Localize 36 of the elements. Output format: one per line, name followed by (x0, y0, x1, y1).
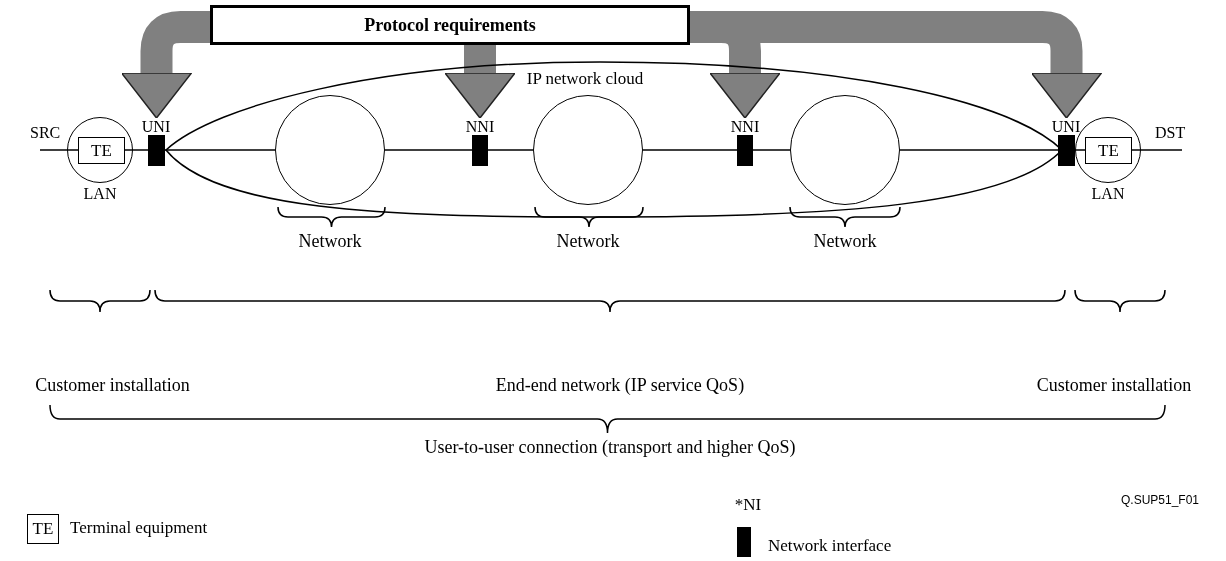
legend-text: Terminal equipment (70, 519, 208, 538)
connection-line (1131, 149, 1183, 151)
caption-text: Customer installation (34, 376, 191, 396)
network-label: Network (812, 232, 878, 252)
connection-line (164, 149, 276, 151)
lan-label: LAN (82, 185, 118, 203)
caption-text: End-end network (IP service QoS) (494, 376, 746, 396)
lan-label: LAN (1090, 185, 1126, 203)
interface-label: UNI (1050, 118, 1082, 136)
connection-line (642, 149, 738, 151)
interface-label: NNI (464, 118, 496, 136)
connection-line (899, 149, 1059, 151)
legend-text: Network interface (768, 537, 892, 556)
interface-label: UNI (140, 118, 172, 136)
legend-heading: *NI (733, 496, 763, 515)
terminal-box: TE (78, 137, 125, 164)
figure-id: Q.SUP51_F01 (1119, 494, 1200, 508)
legend-sample: TE (27, 514, 59, 544)
connection-line (384, 149, 473, 151)
network-label: Network (297, 232, 363, 252)
connection-line (124, 149, 149, 151)
block-arrow (444, 45, 516, 119)
terminal-box: TE (1085, 137, 1132, 164)
connection-line (1074, 149, 1086, 151)
interface-label: NNI (729, 118, 761, 136)
connection-line (752, 149, 791, 151)
network-label: Network (555, 232, 621, 252)
connection-line (39, 149, 79, 151)
block-arrow (120, 11, 210, 119)
caption-text: Customer installation (1035, 376, 1193, 396)
endpoint-label: SRC (30, 124, 61, 142)
cloud-label: IP network cloud (525, 70, 645, 89)
caption-text: User-to-user connection (transport and higher QoS) (423, 438, 797, 458)
endpoint-label: DST (1155, 124, 1186, 142)
connection-line (487, 149, 534, 151)
requirements-box: Protocol requirements (210, 5, 690, 45)
